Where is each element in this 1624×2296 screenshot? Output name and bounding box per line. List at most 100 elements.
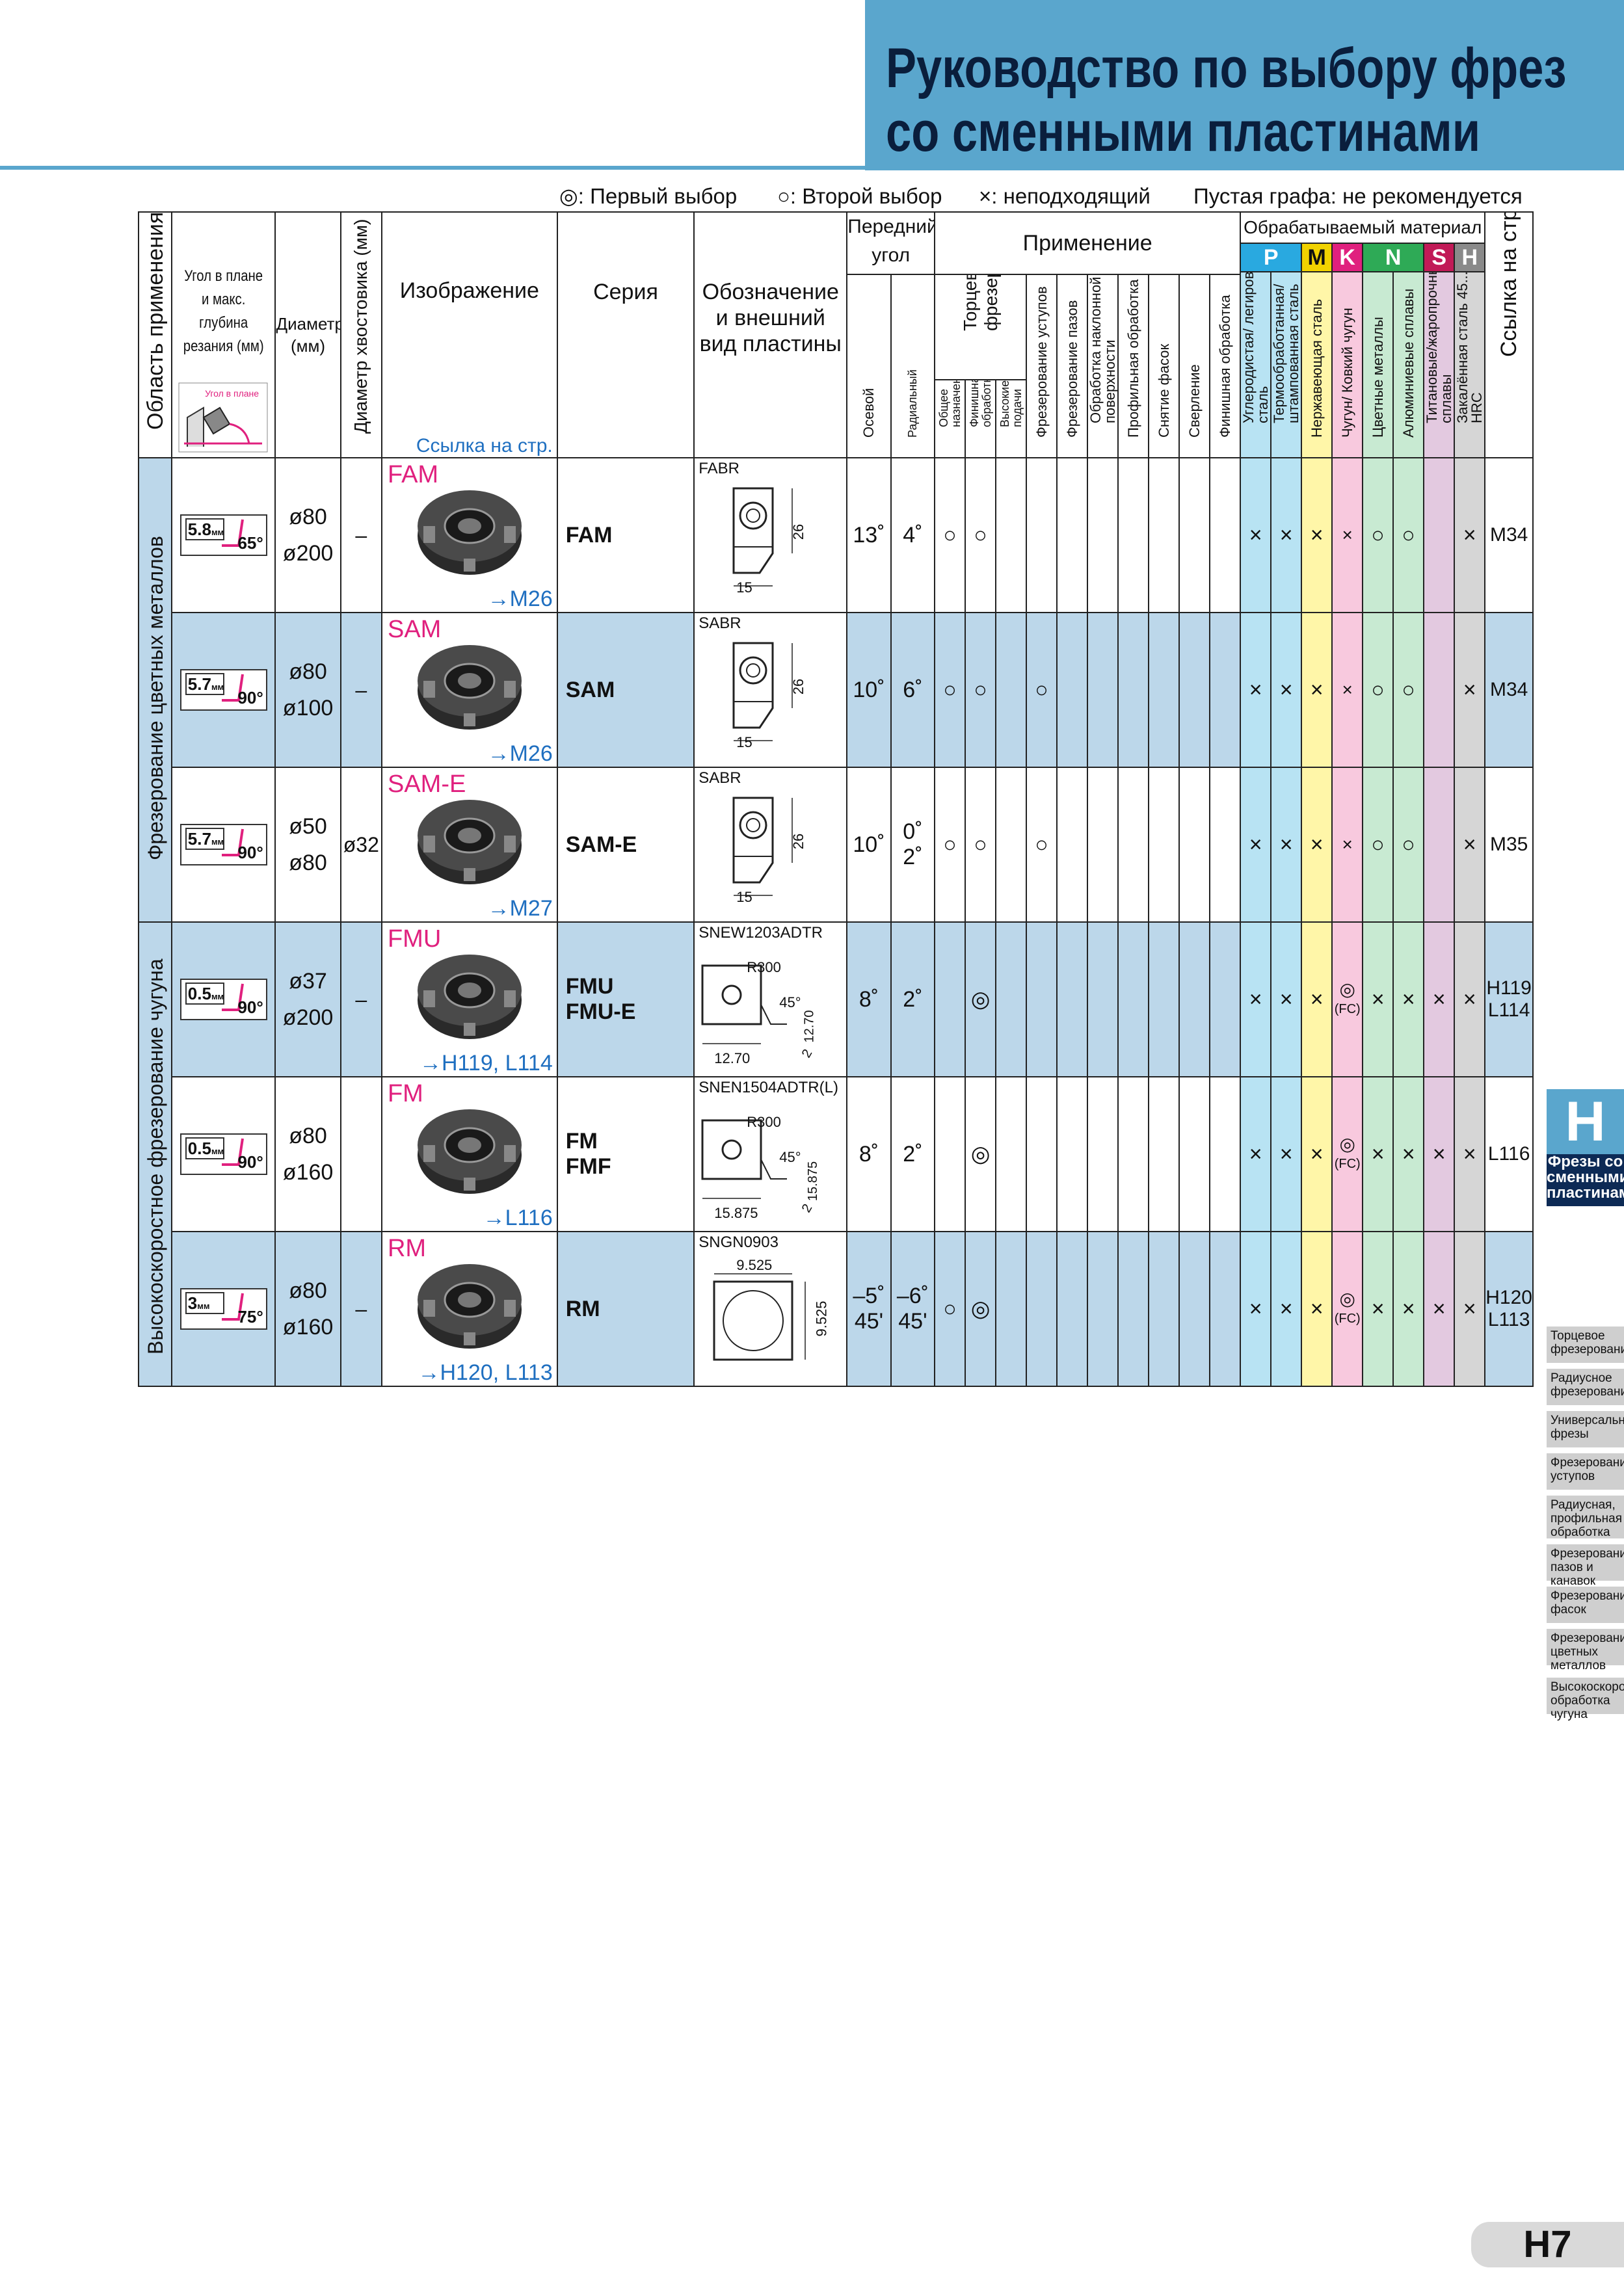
tool-image-cell[interactable]: RM →H120, L113 (380, 1231, 558, 1387)
app-general (934, 921, 966, 1077)
side-index-item[interactable]: Фрезерование фасок (1547, 1587, 1624, 1623)
insert-drawing-icon (732, 797, 793, 896)
app-empty (1178, 612, 1211, 768)
section-badge[interactable]: H Фрезы со сменными пластинами (1547, 1089, 1624, 1206)
insert-drawing-icon (732, 642, 793, 741)
angle-depth-cell: 3мм 75° (171, 1231, 276, 1387)
title-line-2: со сменными пластинами (886, 101, 1481, 163)
insert-cell: FABR 15 26 (693, 457, 848, 613)
mat-cell: ○ (1362, 612, 1394, 768)
app-shoulder (1026, 1076, 1058, 1232)
header-rule (0, 166, 865, 170)
app-empty (1117, 1231, 1150, 1387)
selection-table: Область применения Угол в плане и макс. … (137, 211, 1534, 1387)
mat-cell: × (1454, 921, 1486, 1077)
mat-cell: × (1331, 457, 1364, 613)
insert-cell: SNEW1203ADTR R300 45° 12.70 12.70 2 (693, 921, 848, 1077)
mat-cell: × (1331, 612, 1364, 768)
page-ref-cell[interactable]: M35 (1484, 767, 1534, 923)
tool-image-cell[interactable]: SAM →M26 (380, 612, 558, 768)
radial-rake-cell: 2˚ (890, 921, 936, 1077)
legend-unsuitable: ×: неподходящий (979, 184, 1151, 208)
app-shoulder (1026, 457, 1058, 613)
hdr-profile: Профильная обработка (1117, 274, 1150, 458)
mat-cell: × (1362, 921, 1394, 1077)
series-cell: SAM-E (556, 767, 695, 923)
page-ref-cell[interactable]: M34 (1484, 612, 1534, 768)
app-finishing: ◎ (965, 1231, 997, 1387)
app-empty (1178, 767, 1211, 923)
mat-cell: × (1270, 767, 1303, 923)
app-empty (1148, 612, 1180, 768)
app-empty (1178, 457, 1211, 613)
cutter-icon (417, 799, 522, 884)
app-empty (1209, 457, 1242, 613)
hdr-series: Серия (556, 211, 695, 458)
app-empty (1117, 767, 1150, 923)
hdr-mat-hard: Закалённая сталь 45...55 HRC (1454, 271, 1486, 458)
app-finishing: ○ (965, 457, 997, 613)
app-empty (1056, 1076, 1089, 1232)
hdr-finish-op: Финишная обработка (1209, 274, 1242, 458)
side-index-item[interactable]: Торцевое фрезерование (1547, 1326, 1624, 1363)
mat-cell (1423, 767, 1456, 923)
hdr-mat-stainless: Нержавеющая сталь (1301, 271, 1333, 458)
mat-cell: × (1301, 1076, 1333, 1232)
radial-rake-cell: 2˚ (890, 1076, 936, 1232)
app-empty (1056, 1231, 1089, 1387)
tool-image-cell[interactable]: FM →L116 (380, 1076, 558, 1232)
mat-cell: × (1331, 767, 1364, 923)
mat-cell: ○ (1362, 767, 1394, 923)
app-empty (1056, 767, 1089, 923)
app-empty (1056, 457, 1089, 613)
hdr-finishing: Финишная обработка (965, 379, 997, 458)
mat-cell: × (1423, 1231, 1456, 1387)
shank-cell: ø32 (339, 767, 382, 923)
app-empty (1178, 1076, 1211, 1232)
tool-image-cell[interactable]: FMU →H119, L114 (380, 921, 558, 1077)
axial-rake-cell: 10˚ (846, 612, 892, 768)
app-empty (1087, 1076, 1119, 1232)
side-index-item[interactable]: Фрезерование цветных металлов (1547, 1629, 1624, 1672)
mat-cell: × (1240, 1076, 1272, 1232)
cutter-icon (417, 1109, 522, 1194)
hdr-ramping: Обработка наклонной поверхности (1087, 274, 1119, 458)
table-row: Высокоскоростное фрезерование чугуна 0.5… (137, 921, 1534, 1387)
side-index-item[interactable]: Фрезерование пазов и канавок (1547, 1544, 1624, 1588)
legend-empty: Пустая графа: не рекомендуется (1193, 184, 1523, 208)
hdr-diameter: Диаметр (мм) (274, 211, 341, 458)
hdr-mat-heat: Термообработанная/ штампованная сталь (1270, 271, 1303, 458)
mat-cell: × (1454, 612, 1486, 768)
insert-drawing-icon (713, 1273, 806, 1361)
mat-P: P (1240, 243, 1303, 272)
mat-cell (1423, 612, 1456, 768)
mat-cell: × (1270, 457, 1303, 613)
mat-cell: ◎(FC) (1331, 921, 1364, 1077)
hdr-mat-alu: Алюминиевые сплавы (1392, 271, 1425, 458)
side-index-item[interactable]: Радиусное фрезерование (1547, 1369, 1624, 1405)
app-empty (1056, 612, 1089, 768)
series-cell: SAM (556, 612, 695, 768)
page-ref-cell[interactable]: M34 (1484, 457, 1534, 613)
side-index-item[interactable]: Радиусная, профильная обработка (1547, 1496, 1624, 1539)
radial-rake-cell: 6˚ (890, 612, 936, 768)
tool-image-cell[interactable]: SAM-E →M27 (380, 767, 558, 923)
mat-cell: ○ (1392, 767, 1425, 923)
app-general: ○ (934, 767, 966, 923)
side-index-item[interactable]: Фрезерование уступов (1547, 1453, 1624, 1490)
mat-cell: × (1240, 612, 1272, 768)
app-high-feed (995, 1076, 1028, 1232)
side-index-item[interactable]: Высокоскоростная обработка чугуна (1547, 1678, 1624, 1721)
side-index-item[interactable]: Универсальные фрезы (1547, 1411, 1624, 1447)
mat-cell: × (1301, 921, 1333, 1077)
radial-rake-cell: 0˚ 2˚ (890, 767, 936, 923)
hdr-application: Применение (934, 211, 1242, 275)
tool-image-cell[interactable]: FAM →M26 (380, 457, 558, 613)
page-ref-cell[interactable]: L116 (1484, 1076, 1534, 1232)
